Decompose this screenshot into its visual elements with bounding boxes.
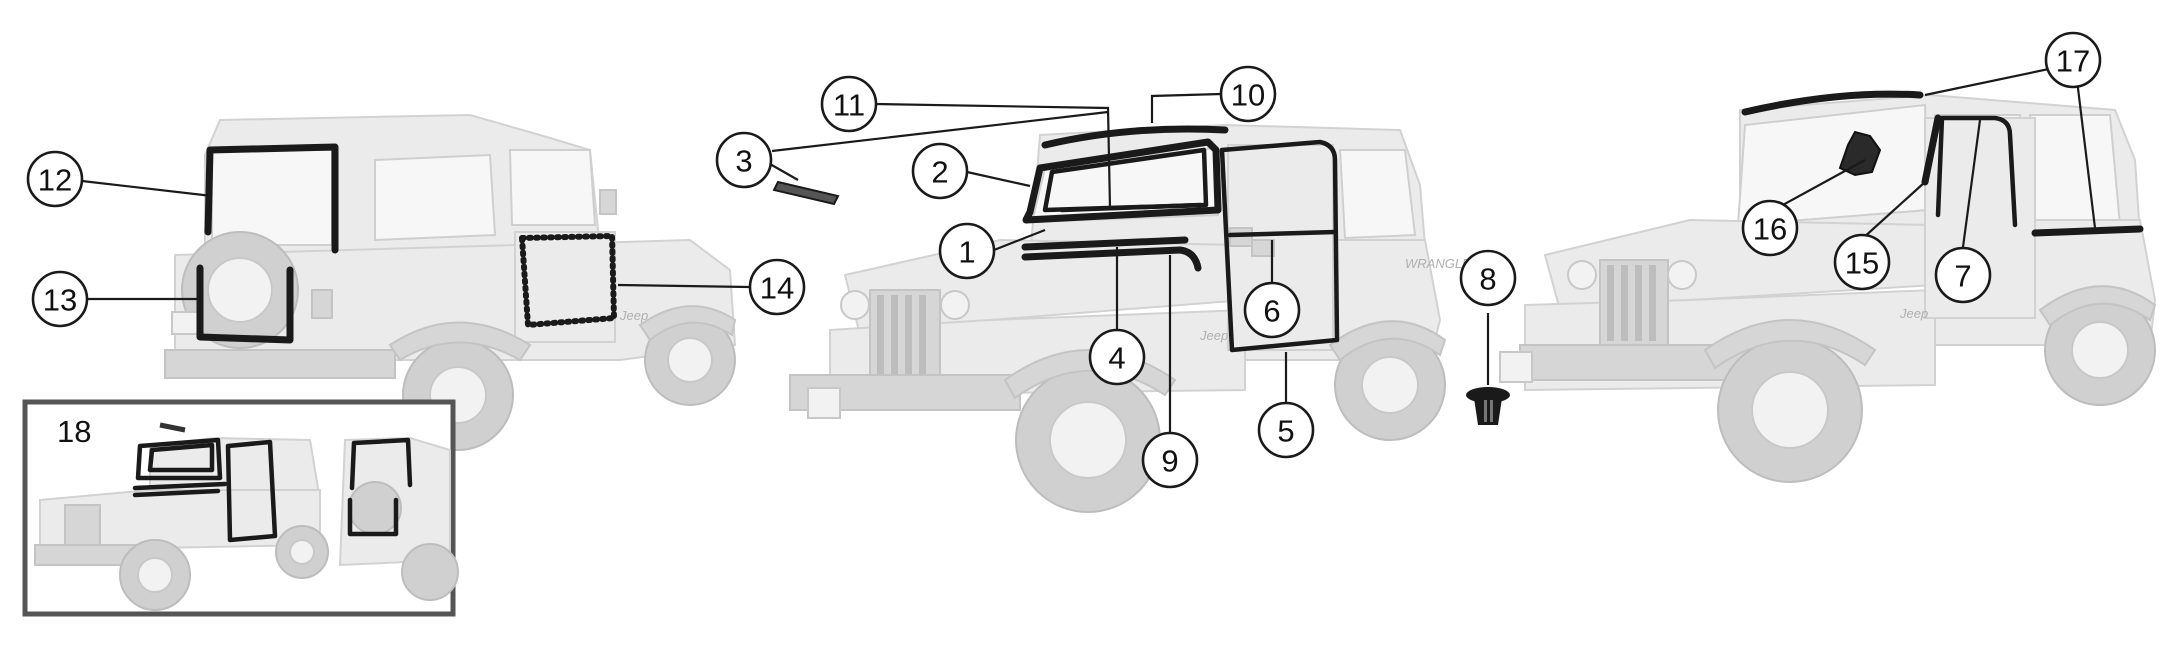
svg-text:4: 4 bbox=[1108, 341, 1125, 376]
seal-door-opening-5 bbox=[1219, 139, 1340, 353]
callout-12: 12 bbox=[26, 150, 84, 208]
callout-9: 9 bbox=[1141, 431, 1199, 489]
inset-complete-kit: 18 bbox=[22, 399, 459, 617]
seal-rear-window-12 bbox=[204, 143, 339, 254]
seal-b-pillar-15 bbox=[1921, 114, 1942, 186]
callout-11: 11 bbox=[820, 75, 878, 133]
callout-17: 17 bbox=[2044, 31, 2102, 89]
callout-3: 3 bbox=[715, 131, 773, 189]
part-corner-seal-16 bbox=[1838, 130, 1882, 177]
hood-model-badge: WRANGLER bbox=[1405, 256, 1480, 271]
svg-text:17: 17 bbox=[2056, 44, 2090, 79]
rear-view-vehicle: Jeep bbox=[164, 113, 737, 451]
svg-text:3: 3 bbox=[735, 144, 752, 179]
seal-side-window-17 bbox=[2031, 225, 2144, 237]
seal-windshield-frame-2 bbox=[1022, 138, 1222, 224]
callout-15: 15 bbox=[1833, 233, 1891, 291]
seal-cowl-4 bbox=[1021, 236, 1189, 251]
front-view-vehicle: Jeep WRANGLER bbox=[789, 123, 1480, 513]
svg-text:16: 16 bbox=[1753, 212, 1787, 247]
callout-4: 4 bbox=[1088, 328, 1146, 386]
part-strip-3 bbox=[772, 180, 840, 206]
seal-tailgate-13 bbox=[196, 264, 294, 344]
callout-8: 8 bbox=[1459, 249, 1517, 307]
callout-1: 1 bbox=[938, 222, 996, 280]
callout-6: 6 bbox=[1243, 281, 1301, 339]
svg-text:6: 6 bbox=[1263, 294, 1280, 329]
svg-text:14: 14 bbox=[760, 271, 794, 306]
callout-14: 14 bbox=[748, 258, 806, 316]
inset-label-18: 18 bbox=[57, 414, 91, 449]
svg-text:12: 12 bbox=[38, 163, 72, 198]
seal-cowl-side-9 bbox=[1021, 246, 1202, 272]
leader-lines bbox=[81, 63, 2097, 432]
seal-header-17 bbox=[1741, 90, 1924, 116]
svg-text:2: 2 bbox=[931, 155, 948, 190]
part-push-clip-8 bbox=[1466, 387, 1510, 425]
seal-door-frame-14 bbox=[518, 232, 618, 329]
svg-text:1: 1 bbox=[958, 235, 975, 270]
svg-text:5: 5 bbox=[1277, 414, 1294, 449]
callout-5: 5 bbox=[1257, 401, 1315, 459]
svg-text:11: 11 bbox=[833, 88, 865, 123]
callout-7: 7 bbox=[1934, 246, 1992, 304]
callout-2: 2 bbox=[911, 142, 969, 200]
callout-13: 13 bbox=[31, 270, 89, 328]
svg-text:9: 9 bbox=[1161, 444, 1178, 479]
seal-windshield-top-10 bbox=[1041, 125, 1229, 149]
side-badge-top-open-view: Jeep bbox=[1899, 306, 1928, 321]
svg-text:10: 10 bbox=[1231, 78, 1265, 113]
seal-door-beltline-6 bbox=[1227, 229, 1338, 238]
top-open-view-vehicle: Jeep bbox=[1499, 90, 2157, 483]
side-badge-front-view: Jeep bbox=[1199, 328, 1228, 343]
seal-door-frame-7 bbox=[1935, 115, 2018, 228]
svg-text:8: 8 bbox=[1479, 262, 1496, 297]
svg-text:15: 15 bbox=[1845, 246, 1879, 281]
callout-16: 16 bbox=[1741, 199, 1799, 257]
svg-text:13: 13 bbox=[43, 283, 77, 318]
seal-windshield-channel-11 bbox=[1059, 202, 1203, 213]
svg-text:7: 7 bbox=[1954, 259, 1971, 294]
callout-10: 10 bbox=[1219, 65, 1277, 123]
side-badge-rear-view: Jeep bbox=[619, 308, 648, 323]
